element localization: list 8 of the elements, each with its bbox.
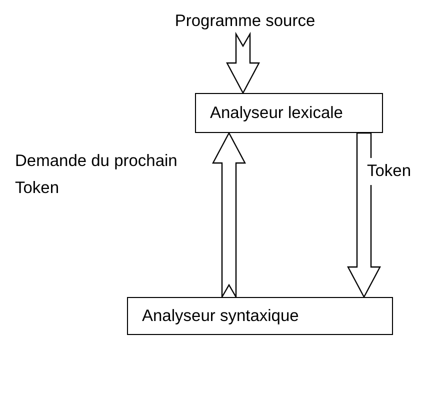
- hollow-arrow: [212, 132, 246, 300]
- hollow-arrow: [347, 132, 381, 298]
- hollow-arrow: [226, 32, 260, 94]
- process-box: [127, 297, 393, 335]
- box-label: Analyseur lexicale: [210, 104, 343, 122]
- process-box: [195, 93, 383, 133]
- box-label: Analyseur syntaxique: [142, 306, 299, 326]
- input-label: Programme source: [174, 12, 316, 30]
